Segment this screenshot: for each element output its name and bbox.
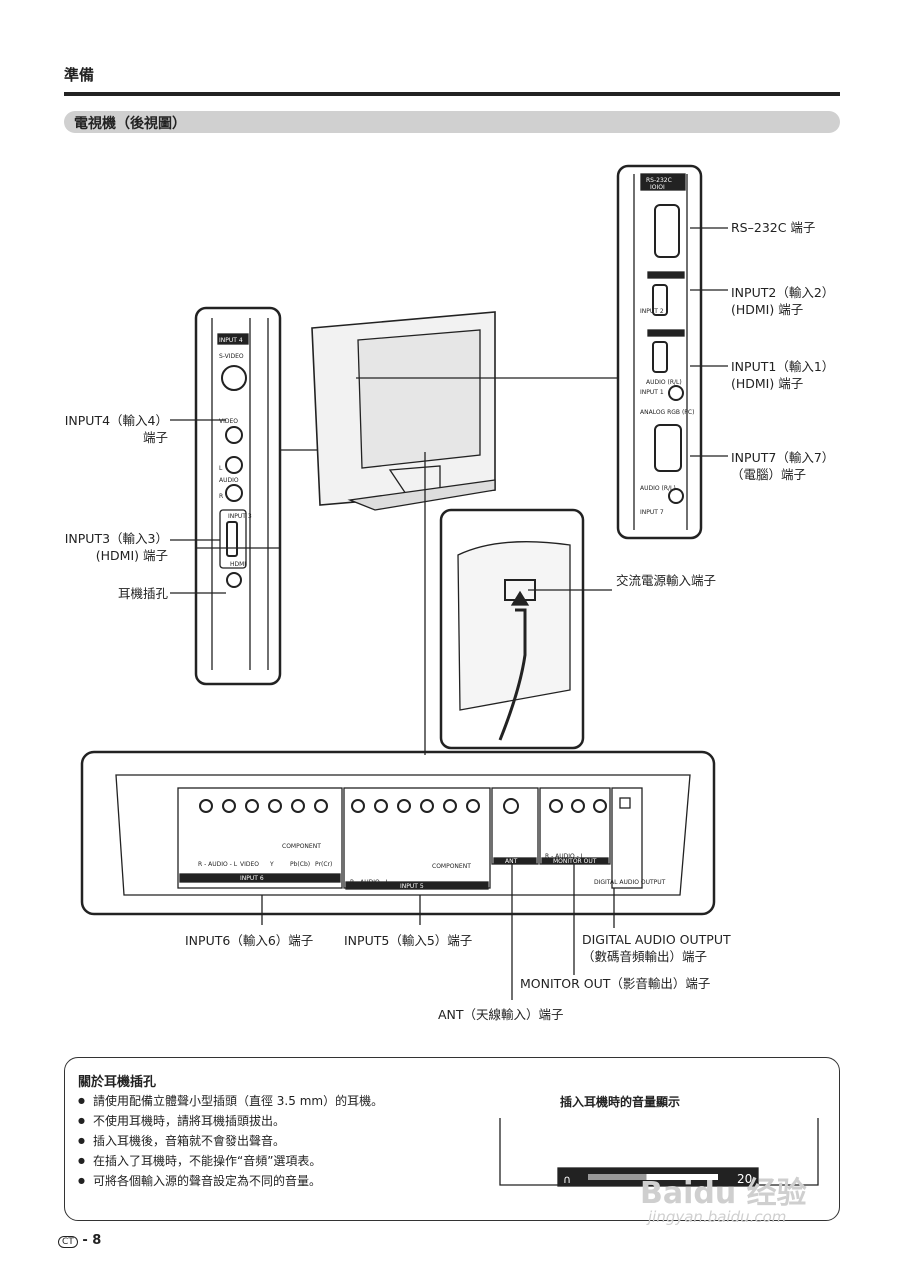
volume-value: 20 — [737, 1172, 752, 1186]
right-panel-frame — [616, 164, 703, 540]
callout-headphone: 耳機插孔 — [117, 586, 168, 601]
callout-input2: INPUT2（輸入2）(HDMI) 端子 — [731, 285, 835, 317]
callout-input1: INPUT1（輸入1）(HDMI) 端子 — [731, 359, 835, 391]
list-item: 在插入了耳機時，不能操作“音頻”選項表。 — [78, 1152, 383, 1172]
note-box — [64, 1057, 840, 1221]
list-item: 不使用耳機時，請將耳機插頭拔出。 — [78, 1112, 383, 1132]
pr-text: Pr(Cr) — [315, 861, 332, 868]
analog-text: ANALOG RGB (PC) — [640, 409, 694, 416]
component5-text: COMPONENT — [432, 863, 471, 870]
y-text: Y — [269, 861, 274, 868]
input4-text: INPUT 4 — [219, 337, 243, 344]
pb-text: Pb(Cb) — [290, 861, 310, 868]
component6-text: COMPONENT — [282, 843, 321, 850]
input6-bar-text: INPUT 6 — [240, 875, 264, 882]
watermark-url: jingyan.baidu.com — [648, 1208, 787, 1226]
power-inset-frame — [439, 508, 585, 750]
ant-text: ANT — [505, 858, 518, 865]
r-audio-l-m-text: R - AUDIO - L — [545, 853, 585, 860]
r-audio-l-5-text: R - AUDIO - L — [350, 879, 390, 886]
headphone-icon: ∩ — [563, 1173, 571, 1186]
input5-bar-text: INPUT 5 — [400, 883, 424, 890]
callout-ant: ANT（天線輸入）端子 — [438, 1007, 564, 1022]
list-item: 插入耳機後，音箱就不會發出聲音。 — [78, 1132, 383, 1152]
callout-digital: DIGITAL AUDIO OUTPUT（數碼音頻輸出）端子 — [582, 932, 731, 964]
input2-text: INPUT 2 — [640, 308, 664, 315]
header-rule — [64, 92, 840, 96]
lang-badge: CT — [58, 1236, 78, 1248]
digital-audio-text: DIGITAL AUDIO OUTPUT — [594, 879, 666, 886]
video-text: VIDEO — [219, 418, 238, 425]
page-number: - 8 — [82, 1233, 102, 1248]
input7-text: INPUT 7 — [640, 509, 664, 516]
l-text: L — [219, 465, 223, 472]
section-title: 準備 — [64, 66, 95, 84]
callout-input5: INPUT5（輸入5）端子 — [344, 933, 473, 948]
banner-title: 電視機（後視圖） — [74, 116, 186, 132]
callout-input6: INPUT6（輸入6）端子 — [185, 933, 314, 948]
callout-monitor: MONITOR OUT（影音輸出）端子 — [520, 976, 711, 991]
page-footer: CT - 8 — [58, 1233, 101, 1248]
note-list: 請使用配備立體聲小型插頭（直徑 3.5 mm）的耳機。 不使用耳機時，請將耳機插… — [78, 1092, 383, 1192]
r-text: R — [219, 493, 223, 500]
r-audio-l-6-text: R - AUDIO - L — [198, 861, 238, 868]
input1-text: INPUT 1 — [640, 389, 664, 396]
audio-rl2-text: AUDIO (R/L) — [640, 485, 676, 492]
ioioi-text: IOIOI — [650, 184, 665, 191]
rca-jacks — [199, 797, 631, 814]
svideo-text: S-VIDEO — [219, 353, 244, 360]
watermark-brand: Baidu 经验 — [640, 1176, 807, 1211]
audio-rl-text: AUDIO (R/L) — [646, 379, 682, 386]
input3-text: INPUT 3 — [228, 513, 252, 520]
banner: 電視機（後視圖） — [64, 111, 840, 133]
callout-ac: 交流電源輸入端子 — [616, 573, 717, 588]
list-item: 請使用配備立體聲小型插頭（直徑 3.5 mm）的耳機。 — [78, 1092, 383, 1112]
video-b-text: VIDEO — [240, 861, 259, 868]
hdmi-text: HDMI — [230, 561, 246, 568]
callout-input3: INPUT3（輸入3）(HDMI) 端子 — [64, 531, 168, 563]
list-item: 可將各個輸入源的聲音設定為不同的音量。 — [78, 1172, 383, 1192]
callout-rs232c: RS–232C 端子 — [731, 220, 816, 235]
monitor-out-text: MONITOR OUT — [553, 858, 597, 865]
note-title: 關於耳機插孔 — [78, 1075, 157, 1090]
bottom-panel-frame — [80, 750, 716, 916]
volume-display-title: 插入耳機時的音量顯示 — [560, 1095, 681, 1109]
callout-input7: INPUT7（輸入7）（電腦）端子 — [731, 450, 835, 482]
audio-text: AUDIO — [219, 477, 239, 484]
left-panel-frame — [194, 306, 282, 686]
callout-input4: INPUT4（輸入4）端子 — [64, 413, 168, 445]
rs232c-text: RS-232C — [646, 177, 672, 184]
